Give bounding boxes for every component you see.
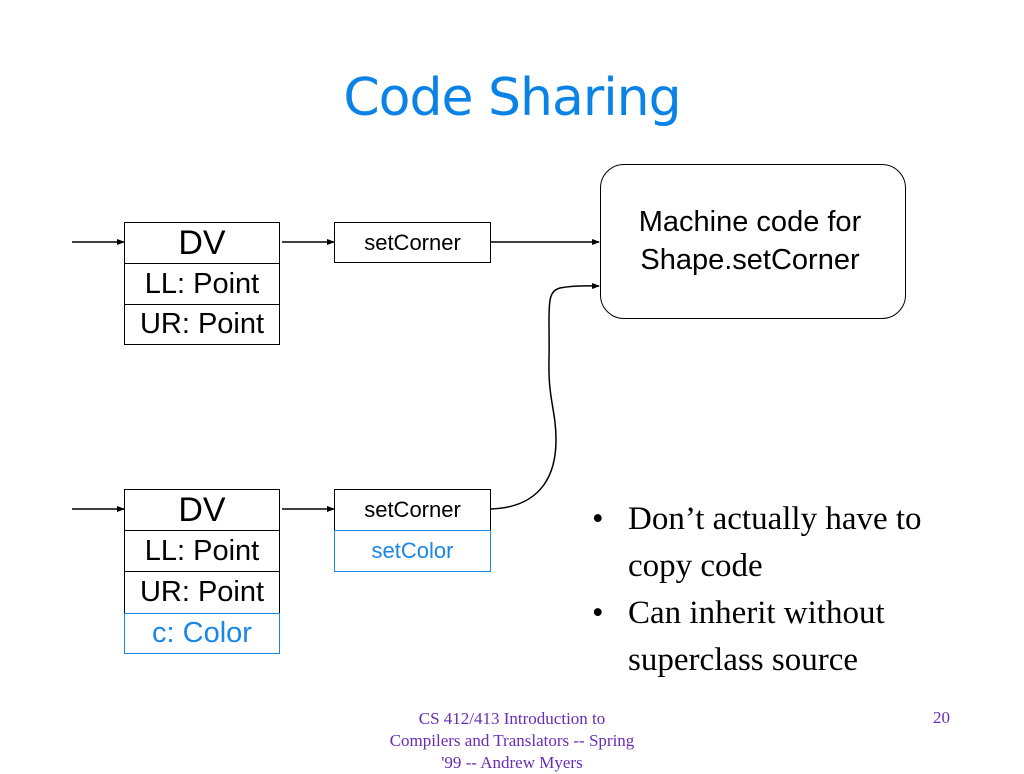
machine-code-line2: Shape.setCorner xyxy=(640,244,860,276)
object-bottom-field-color: c: Color xyxy=(124,613,280,654)
object-bottom-field-ur: UR: Point xyxy=(124,571,280,614)
footer-line2: Compilers and Translators -- Spring xyxy=(389,731,635,750)
vtable-bottom-setcolor: setColor xyxy=(334,530,491,572)
machine-code-box xyxy=(600,164,906,319)
shared-code-arrow xyxy=(490,282,600,510)
bullet-text: Don’t actually have to copy code xyxy=(628,501,922,584)
page-number: 20 xyxy=(933,708,950,727)
object-top-field-ur: UR: Point xyxy=(124,304,280,345)
bullet-item: • Don’t actually have to copy code xyxy=(592,496,1012,590)
vtable-top-setcorner: setCorner xyxy=(334,222,491,263)
bullet-list: • Don’t actually have to copy code • Can… xyxy=(592,496,1012,684)
object-bottom-field-ll: LL: Point xyxy=(124,530,280,572)
slide-title: Code Sharing xyxy=(343,68,681,128)
object-top-dv-header: DV xyxy=(124,222,280,264)
footer-line3: '99 -- Andrew Myers xyxy=(441,753,583,772)
bullet-item: • Can inherit without superclass source xyxy=(592,590,1012,684)
object-bottom-dv-header: DV xyxy=(124,489,280,531)
bullet-text: Can inherit without superclass source xyxy=(628,595,885,678)
bullet-dot-icon: • xyxy=(592,501,604,537)
machine-code-line1: Machine code for xyxy=(638,206,862,238)
footer-line1: CS 412/413 Introduction to xyxy=(418,709,606,728)
machine-code-label: Machine code for Shape.setCorner xyxy=(600,203,900,279)
bullet-dot-icon: • xyxy=(592,595,604,631)
object-top-field-ll: LL: Point xyxy=(124,263,280,305)
vtable-bottom-setcorner: setCorner xyxy=(334,489,491,531)
slide-footer: CS 412/413 Introduction to Compilers and… xyxy=(360,708,664,774)
